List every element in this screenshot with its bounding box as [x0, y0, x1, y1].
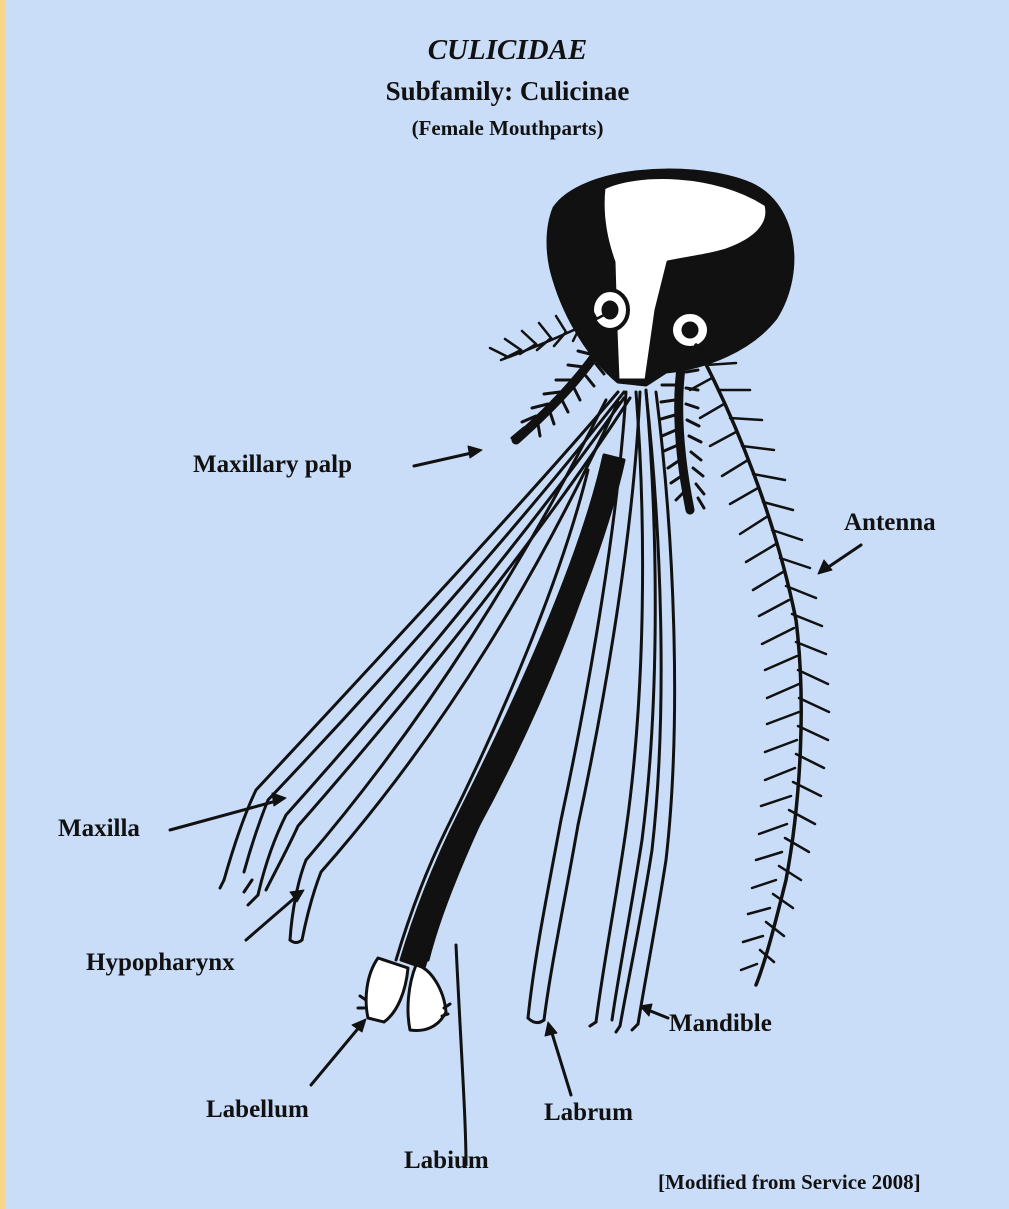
- diagram-canvas: CULICIDAE Subfamily: Culicinae (Female M…: [6, 0, 1009, 1209]
- labellum-lobes: [358, 958, 450, 1030]
- label-hypopharynx: Hypopharynx: [86, 950, 235, 975]
- label-maxillary-palp: Maxillary palp: [193, 452, 352, 477]
- label-labrum: Labrum: [544, 1100, 633, 1125]
- right-antenna: [690, 345, 829, 985]
- label-antenna: Antenna: [844, 510, 936, 535]
- label-maxilla: Maxilla: [58, 816, 140, 841]
- label-labium: Labium: [404, 1148, 489, 1173]
- mosquito-mouthparts-illustration: [6, 0, 1009, 1209]
- label-mandible: Mandible: [669, 1011, 772, 1036]
- label-labellum: Labellum: [206, 1097, 309, 1122]
- source-credit: [Modified from Service 2008]: [658, 1172, 921, 1193]
